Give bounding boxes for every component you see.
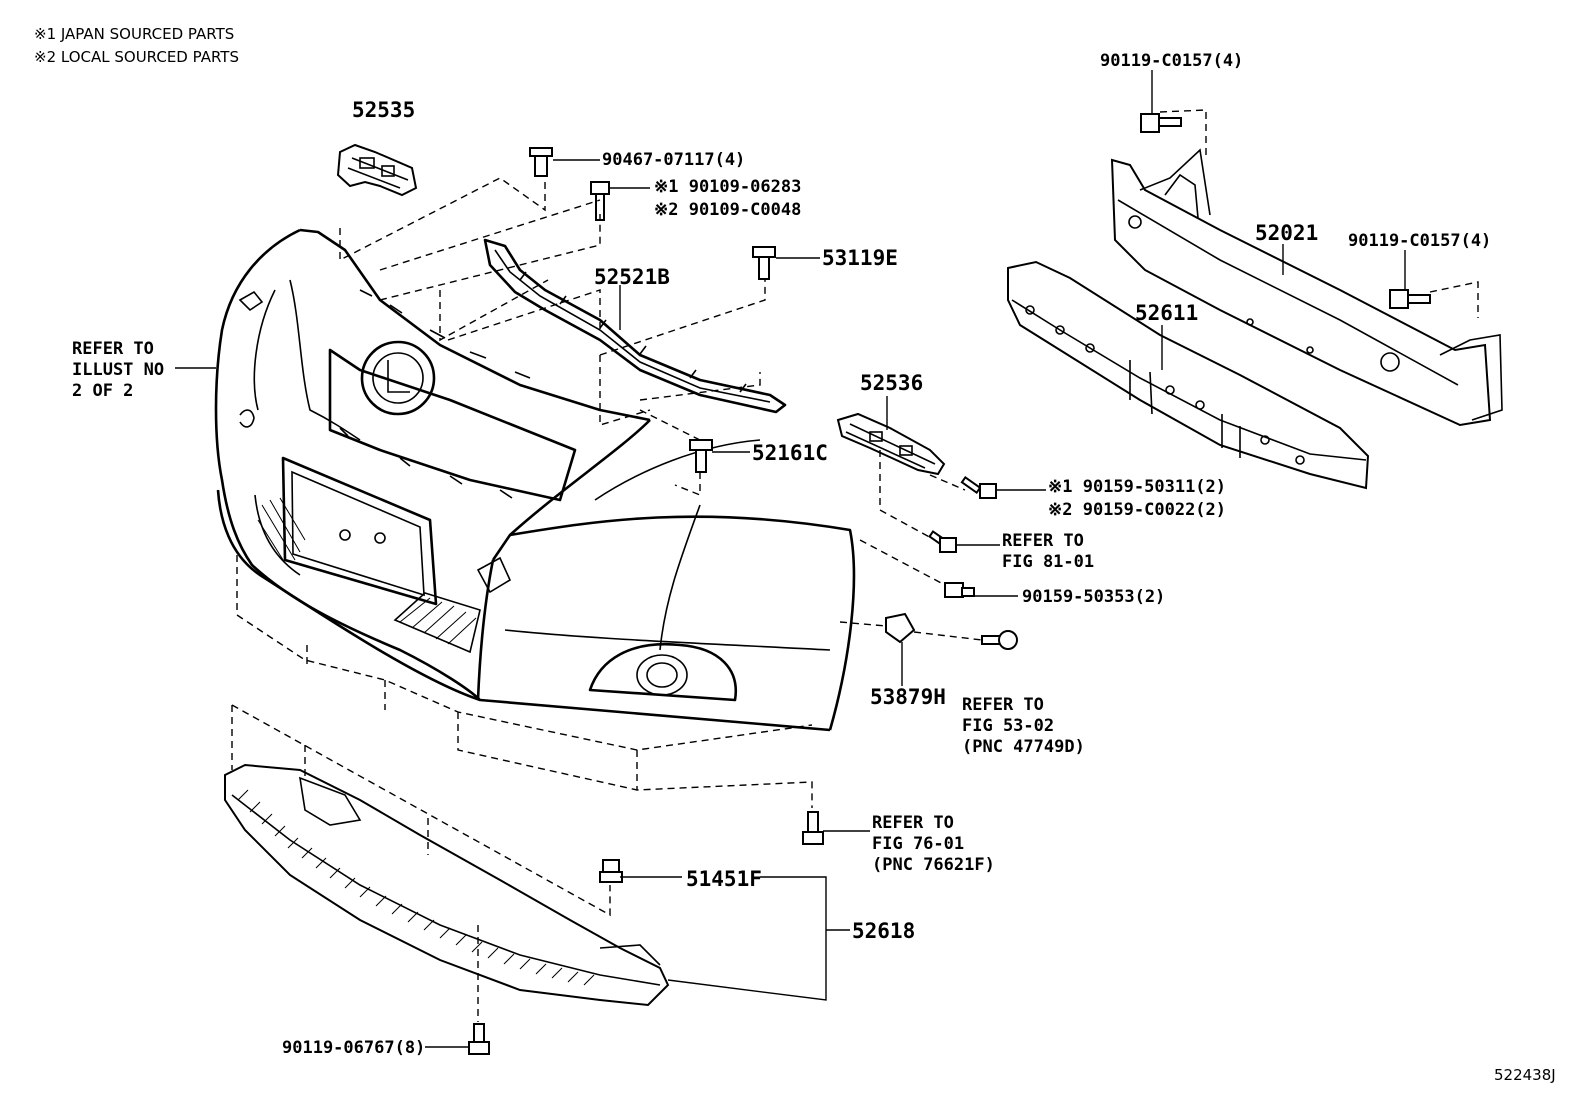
refer-fig8101-line1: REFER TO: [1002, 531, 1084, 551]
note-local-sourced: ※2 LOCAL SOURCED PARTS: [34, 48, 239, 66]
label-51451f: 51451F: [686, 867, 762, 891]
label-90109-japan: ※1 90109-06283: [654, 177, 801, 197]
screw-90159a-icon: [960, 475, 997, 499]
screw-fig8101-icon: [928, 530, 957, 553]
refer-fig8101-line2: FIG 81-01: [1002, 552, 1094, 572]
bumper-cover-drawing: [214, 228, 856, 732]
refer-illust-line2: ILLUST NO: [72, 360, 164, 380]
refer-fig8101: REFER TO FIG 81-01: [1002, 531, 1094, 572]
washer-nozzle-icon: [981, 630, 1018, 650]
bolt-fig7601-icon: [802, 811, 824, 845]
assembly-dashed-lines: [231, 109, 1479, 1022]
refer-fig7601-line2: FIG 76-01: [872, 834, 964, 854]
label-52161c: 52161C: [752, 441, 828, 465]
refer-illust: REFER TO ILLUST NO 2 OF 2: [72, 339, 164, 401]
retainer-52521b-drawing: [483, 238, 787, 414]
refer-fig5302-line1: REFER TO: [962, 695, 1044, 715]
note-japan-sourced: ※1 JAPAN SOURCED PARTS: [34, 25, 234, 43]
label-90467: 90467-07117(4): [602, 150, 745, 170]
refer-fig7601-line3: (PNC 76621F): [872, 855, 995, 875]
label-53879h: 53879H: [870, 685, 946, 709]
bracket-52536-drawing: [836, 412, 946, 476]
label-90159-50353: 90159-50353(2): [1022, 587, 1165, 607]
label-52536: 52536: [860, 371, 923, 395]
label-90119-top: 90119-C0157(4): [1100, 51, 1243, 71]
bolt-90119-top-icon: [1140, 113, 1182, 133]
refer-illust-line3: 2 OF 2: [72, 381, 133, 401]
label-52535: 52535: [352, 98, 415, 122]
screw-90159c-icon: [944, 582, 975, 598]
label-53119e: 53119E: [822, 246, 898, 270]
label-52021: 52021: [1255, 221, 1318, 245]
reinforcement-52021-drawing: [1110, 148, 1503, 427]
bracket-52535-drawing: [336, 143, 418, 197]
bolt-90109-icon: [590, 181, 610, 221]
label-90119-right: 90119-C0157(4): [1348, 231, 1491, 251]
clip-52161c-icon: [689, 439, 713, 473]
label-52618: 52618: [852, 919, 915, 943]
sensor-53879h-icon: [885, 612, 916, 644]
bolt-90119-06767-icon: [468, 1023, 490, 1055]
label-90159-japan: ※1 90159-50311(2): [1048, 477, 1226, 497]
refer-fig5302-line2: FIG 53-02: [962, 716, 1054, 736]
refer-fig7601-line1: REFER TO: [872, 813, 954, 833]
refer-fig7601: REFER TO FIG 76-01 (PNC 76621F): [872, 813, 995, 875]
clip-53119e-icon: [752, 246, 776, 280]
label-52611: 52611: [1135, 301, 1198, 325]
lower-cover-52618-drawing: [224, 763, 670, 1007]
bolt-90119-right-icon: [1389, 289, 1431, 309]
refer-illust-line1: REFER TO: [72, 339, 154, 359]
refer-fig5302-line3: (PNC 47749D): [962, 737, 1085, 757]
absorber-52611-drawing: [1007, 260, 1370, 490]
leader-lines: [175, 70, 1406, 1048]
label-90119-06767: 90119-06767(8): [282, 1038, 425, 1058]
label-90109-local: ※2 90109-C0048: [654, 200, 801, 220]
diagram-id: 522438J: [1494, 1066, 1556, 1084]
nut-51451f-icon: [599, 859, 623, 883]
label-52521b: 52521B: [594, 265, 670, 289]
clip-90467-icon: [529, 147, 553, 177]
refer-fig5302: REFER TO FIG 53-02 (PNC 47749D): [962, 695, 1085, 757]
label-90159-local: ※2 90159-C0022(2): [1048, 500, 1226, 520]
